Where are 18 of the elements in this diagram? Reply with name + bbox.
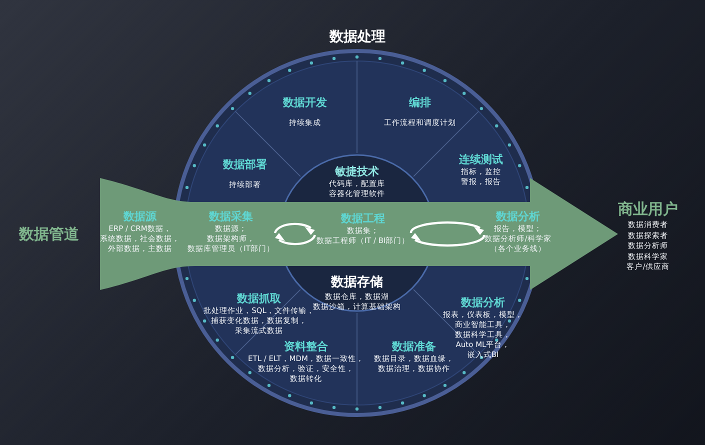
section-heading: 数据处理 [328,28,386,47]
section-heading: 数据开发 [282,96,328,110]
section-heading: 数据管道 [18,224,80,244]
section-heading: 连续测试 [458,153,504,167]
cycle-arrow [410,221,485,247]
section-heading: 数据分析 [460,296,506,310]
section-heading: 数据部署 [222,158,268,172]
group-heading: 商业用户 [617,199,679,220]
cycle-arrow [274,222,316,246]
section-heading: 数据存储 [330,274,384,292]
section-heading: 数据工程 [340,212,386,226]
section-heading: 敏捷技术 [334,165,380,179]
section-heading: 数据抓取 [236,292,282,306]
section-heading: 数据采集 [208,210,254,224]
section-heading: 资料整合 [283,340,329,354]
section-heading: 数据分析 [494,210,541,224]
section-heading: 编排 [408,96,432,110]
section-heading: 数据源 [122,210,158,224]
